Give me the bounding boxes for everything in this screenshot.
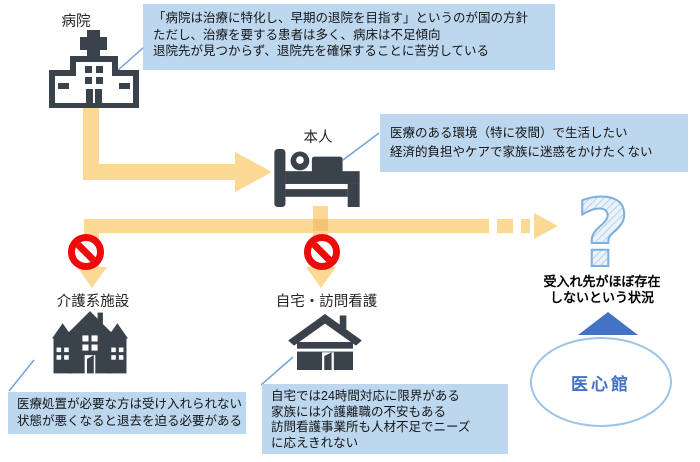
arrow-to-care-head	[77, 267, 107, 288]
no-entry-icon-home	[304, 234, 340, 270]
hospital-note-line: 「病院は治療に特化し、早期の退院を目指す」というのが国の方針	[153, 11, 529, 25]
hospital-label: 病院	[61, 14, 91, 30]
care-facility-icon	[52, 311, 128, 374]
dashed-segment-1	[497, 219, 513, 233]
arrow-hospital-right-shaft	[83, 164, 235, 180]
arrow-to-question-head	[534, 213, 558, 239]
ishinkan-ellipse: 医心館	[530, 337, 672, 427]
patient-note: 医療のある環境（特に夜間）で生活したい 経済的負担やケアで家族に迷惑をかけたくな…	[380, 114, 688, 172]
dashed-segment-2	[521, 219, 530, 233]
care-facility-label: 介護系施設	[56, 294, 130, 310]
home-nursing-note-line: に応えきれない	[271, 435, 359, 450]
arrow-hospital-to-patient-head	[235, 152, 272, 192]
ishinkan-label: 医心館	[571, 374, 631, 394]
bed-icon	[274, 149, 360, 207]
hospital-note-line: ただし、治療を要する患者は多く、病床は不足傾向	[153, 27, 441, 42]
arrow-hospital-down-shaft	[83, 108, 99, 180]
question-caption-line: しないという状況	[549, 289, 654, 305]
no-entry-icon-care	[68, 234, 104, 270]
house-icon	[288, 314, 362, 370]
care-facility-note: 医療処置が必要な方は受け入れられない 状態が悪くなると退去を迫る必要がある	[8, 392, 246, 434]
hospital-note-line: 退院先が見つからず、退院先を確保することに苦労している	[153, 44, 490, 58]
home-nursing-note-line: 自宅では24時間対応に限界がある	[271, 389, 460, 403]
hospital-note: 「病院は治療に特化し、早期の退院を目指す」というのが国の方針 ただし、治療を要す…	[143, 4, 555, 70]
patient-note-line: 医療のある環境（特に夜間）で生活したい	[390, 126, 628, 140]
arrow-to-home-head	[306, 267, 336, 288]
care-facility-note-line: 医療処置が必要な方は受け入れられない	[17, 397, 243, 411]
question-mark-icon: ?	[575, 190, 632, 276]
home-nursing-note-line: 家族には介護離職の不安もある	[271, 404, 447, 419]
care-facility-note-line: 状態が悪くなると退去を迫る必要がある	[17, 413, 243, 428]
home-nursing-note: 自宅では24時間対応に限界がある 家族には介護離職の不安もある 訪問看護事業所も…	[262, 384, 508, 454]
home-nursing-label: 自宅・訪問看護	[275, 294, 378, 310]
bar-crossing-patch	[313, 219, 328, 233]
question-caption-line: 受入れ先がほぼ存在	[543, 274, 661, 289]
question-mark-glyph: ?	[576, 190, 631, 276]
patient-note-line: 経済的負担やケアで家族に迷惑をかけたくない	[390, 145, 653, 159]
home-nursing-note-line: 訪問看護事業所も人材不足でニーズ	[271, 420, 471, 434]
up-triangle-icon	[578, 312, 638, 335]
hospital-icon	[49, 30, 139, 108]
main-horizontal-bar	[84, 219, 489, 233]
patient-label: 本人	[303, 130, 333, 146]
question-caption: 受入れ先がほぼ存在 しないという状況	[532, 274, 672, 305]
